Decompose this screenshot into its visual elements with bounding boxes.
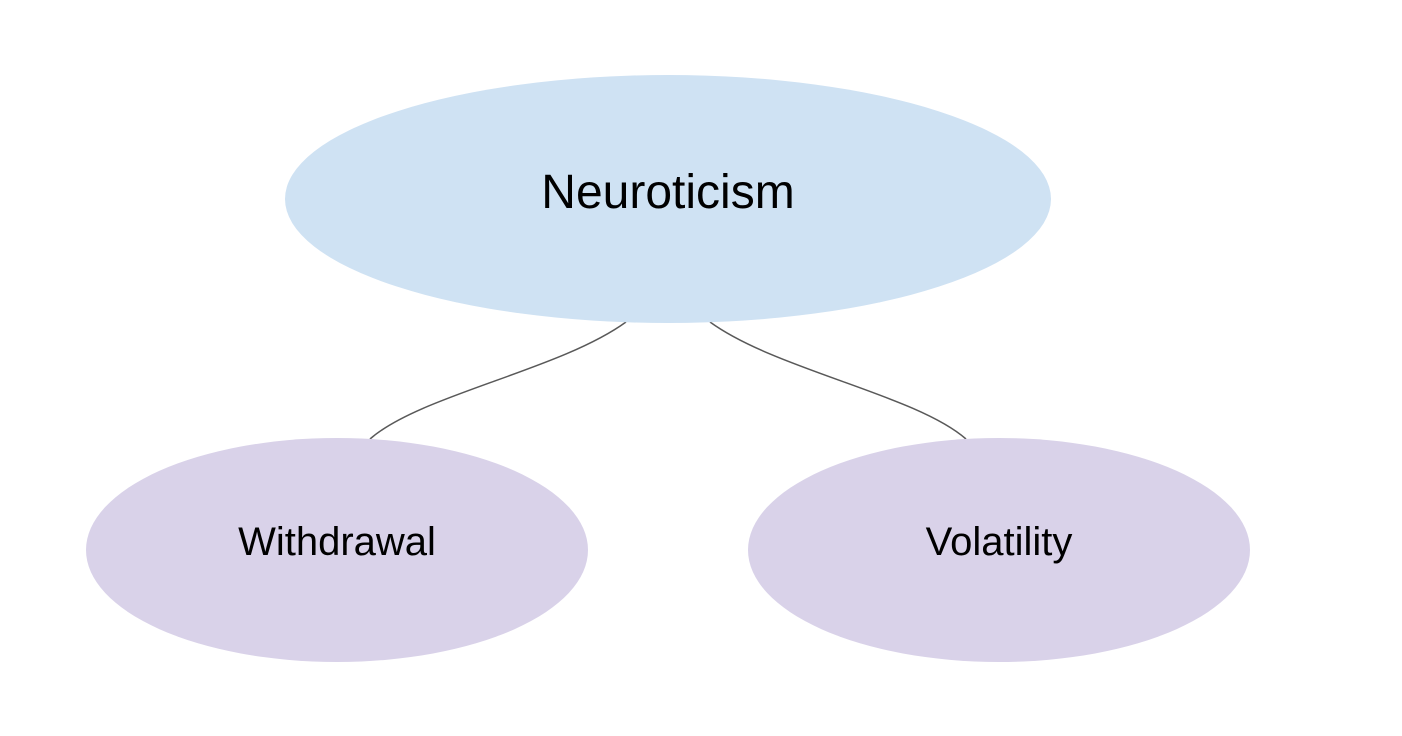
connector-root-to-volatility <box>709 321 967 440</box>
node-label: Withdrawal <box>238 519 436 564</box>
node-withdrawal[interactable]: Withdrawal <box>86 438 588 662</box>
connector-root-to-withdrawal <box>369 321 627 440</box>
node-volatility[interactable]: Volatility <box>748 438 1250 662</box>
node-neuroticism[interactable]: Neuroticism <box>285 75 1051 323</box>
node-label: Volatility <box>925 519 1073 564</box>
node-label: Neuroticism <box>541 165 795 219</box>
